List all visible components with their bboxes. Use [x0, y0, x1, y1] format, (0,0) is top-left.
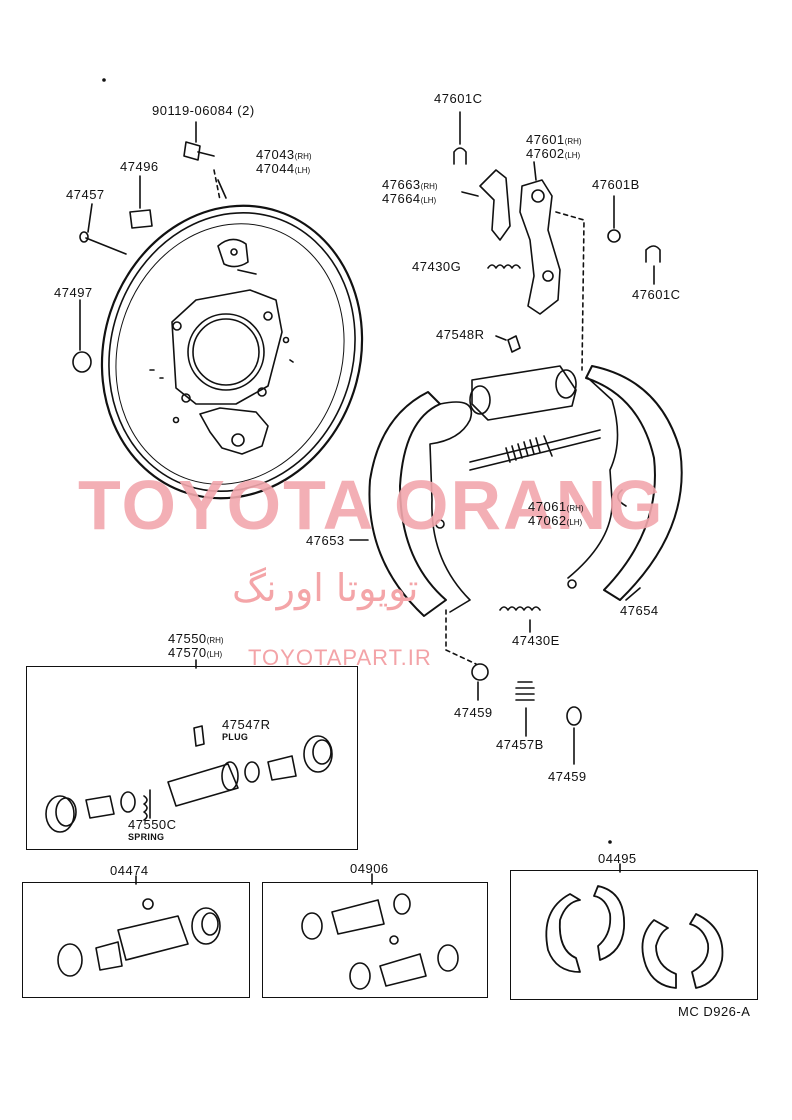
watermark-brand: TOYOTA ORANG	[78, 466, 665, 544]
label-47601b: 47601B	[592, 177, 640, 192]
wheel-cylinder-assembled	[469, 365, 577, 421]
bolt-part	[183, 141, 221, 201]
parking-lever	[519, 161, 561, 315]
label-kit-04495: 04495	[598, 851, 637, 866]
label-plug: PLUG	[222, 732, 249, 742]
kit-04474-box	[22, 882, 250, 998]
label-47663: 47663(RH)	[382, 177, 438, 192]
clip-47601c-bottom	[645, 245, 661, 263]
label-adjuster-rh: 47061(RH)	[528, 499, 584, 514]
cylinder-exploded	[45, 725, 333, 833]
label-47601c-bottom: 47601C	[632, 287, 681, 302]
label-47497: 47497	[54, 285, 93, 300]
backing-plate	[100, 204, 364, 500]
label-spring: SPRING	[128, 832, 165, 842]
spring-47430g	[487, 264, 521, 269]
label-47459-right: 47459	[548, 769, 587, 784]
adjuster	[469, 429, 601, 471]
label-47550c: 47550C	[128, 817, 177, 832]
cup-47459-right	[566, 706, 582, 726]
kit-04495-art	[545, 863, 724, 989]
watermark-farsi: تویوتا اورنگ	[232, 566, 419, 610]
label-backing-lh: 47044(LH)	[256, 161, 311, 176]
label-lever-lh: 47602(LH)	[526, 146, 581, 161]
clip-47496	[129, 209, 153, 229]
spring-47457b	[515, 681, 535, 737]
label-47430e: 47430E	[512, 633, 560, 648]
label-kit-04906: 04906	[350, 861, 389, 876]
spring-47430e	[499, 606, 541, 611]
label-47457b: 47457B	[496, 737, 544, 752]
kit-04474-art	[57, 875, 221, 977]
label-kit-04474: 04474	[110, 863, 149, 878]
label-47430g: 47430G	[412, 259, 462, 274]
brake-shoe-47653	[368, 391, 473, 617]
bleeder-47548r	[507, 335, 521, 353]
label-47653: 47653	[306, 533, 345, 548]
label-47457: 47457	[66, 187, 105, 202]
label-cylinder-lh: 47570(LH)	[168, 645, 223, 660]
diagram-code: MC D926-A	[678, 1004, 751, 1019]
label-47664: 47664(LH)	[382, 191, 437, 206]
label-47654: 47654	[620, 603, 659, 618]
label-47459-left: 47459	[454, 705, 493, 720]
brake-shoe-47654	[567, 365, 683, 601]
label-adjuster-lh: 47062(LH)	[528, 513, 583, 528]
label-47496: 47496	[120, 159, 159, 174]
clip-47601c-top	[453, 111, 467, 165]
kit-04906-art	[301, 873, 459, 990]
label-cylinder-rh: 47550(RH)	[168, 631, 224, 646]
label-47601c-top: 47601C	[434, 91, 483, 106]
cup-47459-left	[471, 663, 489, 681]
label-47547r: 47547R	[222, 717, 271, 732]
kit-04495-box	[510, 870, 758, 1000]
label-backing-rh: 47043(RH)	[256, 147, 312, 162]
washer-47601b	[607, 229, 621, 243]
kit-04906-box	[262, 882, 488, 998]
label-lever-rh: 47601(RH)	[526, 132, 582, 147]
label-47548r: 47548R	[436, 327, 485, 342]
watermark-url: TOYOTAPART.IR	[248, 645, 432, 670]
plug-47497	[72, 299, 92, 373]
strut-plate	[479, 169, 511, 241]
pin-47457	[79, 231, 127, 255]
cylinder-kit-box	[26, 666, 358, 850]
label-bolt: 90119-06084 (2)	[152, 103, 255, 118]
